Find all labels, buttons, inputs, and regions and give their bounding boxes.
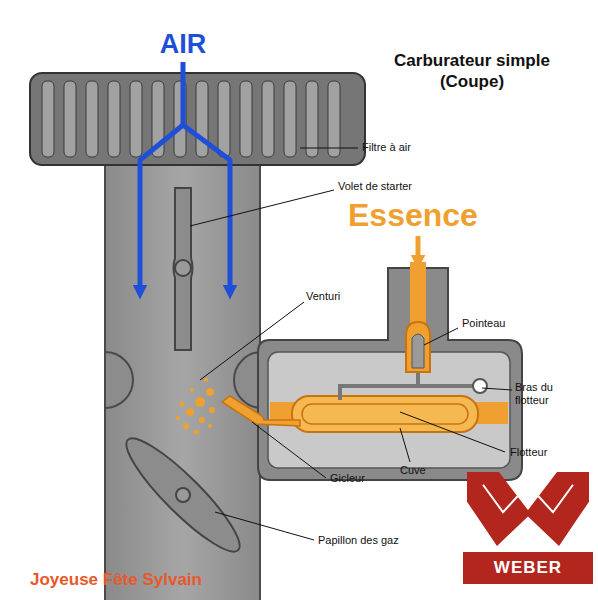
needle <box>412 334 424 368</box>
choke-shaft <box>175 260 191 276</box>
part-label: Flotteur <box>510 446 547 459</box>
part-label: Pointeau <box>462 317 505 330</box>
choke-valve <box>174 188 193 350</box>
fuel-flow-arrow <box>416 236 421 262</box>
brand-logo: WEBER <box>463 470 593 584</box>
flow-label: Essence <box>348 196 478 234</box>
filter-slot <box>196 81 208 157</box>
part-label: Filtre à air <box>362 141 411 154</box>
filter-slot <box>42 81 54 157</box>
logo-stripe <box>483 485 573 512</box>
needle-valve <box>406 322 430 372</box>
float-pivot <box>473 379 487 393</box>
part-label: Papillon des gaz <box>318 534 399 547</box>
float-chamber-cavity <box>268 352 510 468</box>
greeting-note: Joyeuse Fête Sylvain <box>30 570 202 590</box>
filter-slots <box>42 81 340 157</box>
part-label: Cuve <box>400 464 426 477</box>
float-inner <box>302 404 468 424</box>
diagram-title: Carburateur simple (Coupe) <box>372 50 572 93</box>
air-flow-arrow <box>183 125 230 292</box>
throttle-plate <box>115 427 251 563</box>
logo-w <box>467 472 589 546</box>
float-chamber-housing <box>258 268 522 480</box>
fuel-spray <box>176 378 215 435</box>
filter-slot <box>328 81 340 157</box>
filter-slot <box>306 81 318 157</box>
air-filter <box>30 73 365 165</box>
logo-band <box>463 552 593 584</box>
flow-label: AIR <box>160 28 207 60</box>
leader-lines <box>190 148 512 540</box>
jet <box>222 396 300 426</box>
filter-slot <box>130 81 142 157</box>
filter-slot <box>108 81 120 157</box>
filter-slot <box>284 81 296 157</box>
throttle-shaft <box>176 488 190 502</box>
filter-slot <box>86 81 98 157</box>
part-label: Gicleur <box>330 472 365 485</box>
part-label: Volet de starter <box>338 180 412 193</box>
filter-slot <box>64 81 76 157</box>
part-label: Venturi <box>306 290 340 303</box>
venturi-left <box>105 352 133 408</box>
filter-slot <box>240 81 252 157</box>
part-label: Bras du flotteur <box>515 381 585 407</box>
needle-stem <box>416 372 420 386</box>
float-arm <box>340 386 478 400</box>
filter-slot <box>262 81 274 157</box>
float <box>292 396 478 432</box>
air-flow-arrow <box>140 62 183 292</box>
filter-slot <box>218 81 230 157</box>
brand-name: WEBER <box>463 558 593 578</box>
